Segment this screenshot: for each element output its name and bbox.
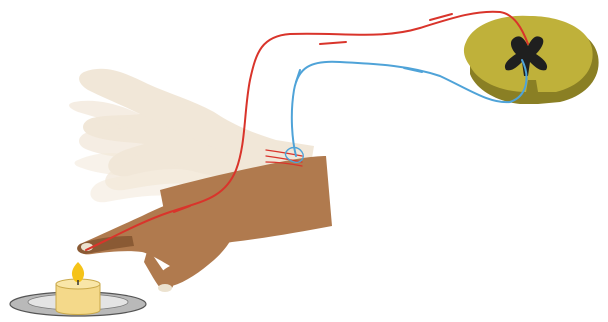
thumbnail [158, 284, 172, 292]
